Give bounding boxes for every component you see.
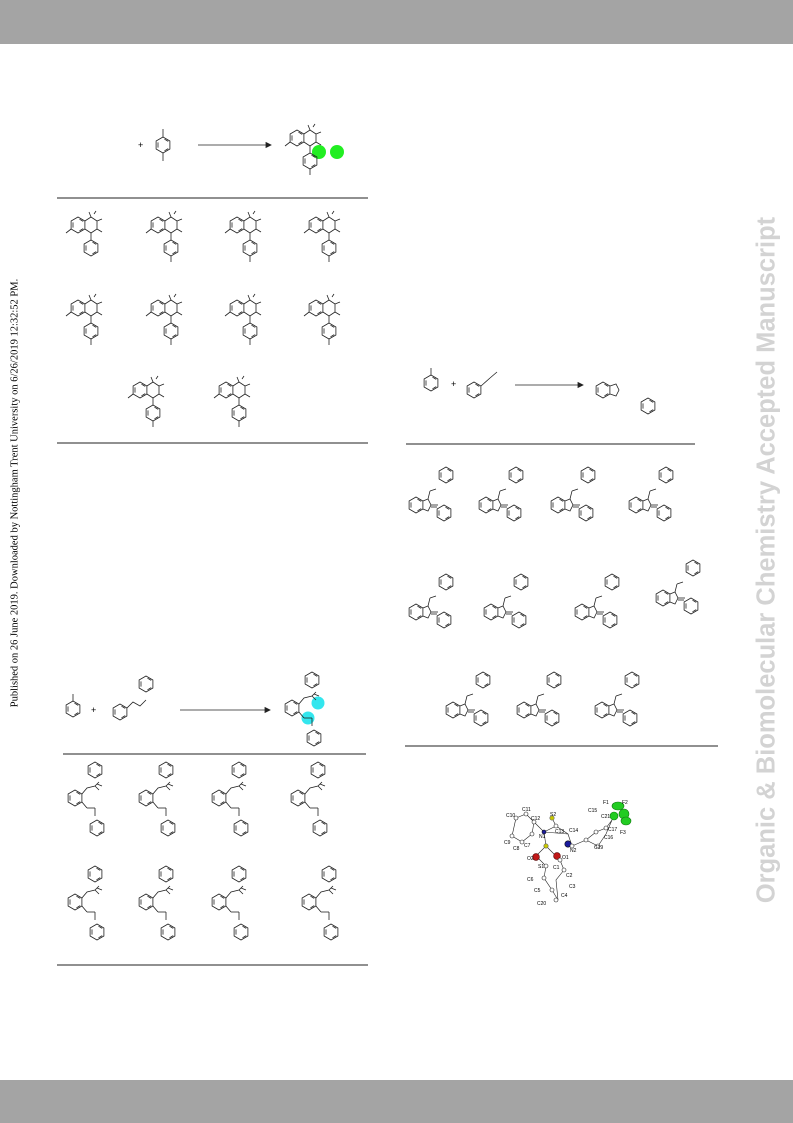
product-2h bbox=[656, 560, 700, 614]
atom-label: C16 bbox=[604, 835, 613, 841]
reactant-3b bbox=[112, 675, 154, 721]
product-2d bbox=[629, 467, 673, 521]
product-1e bbox=[66, 294, 102, 345]
product-2i bbox=[446, 672, 490, 726]
product-2e bbox=[409, 574, 453, 628]
product-3f bbox=[139, 866, 175, 940]
product-1b bbox=[146, 211, 182, 262]
atom-label: C21 bbox=[601, 814, 610, 820]
highlight-cyan-1 bbox=[311, 696, 325, 710]
plus-sign-1: + bbox=[138, 140, 143, 150]
atom-label: C17 bbox=[608, 827, 617, 833]
highlight-green-2 bbox=[330, 145, 344, 159]
scheme-3-products bbox=[68, 762, 338, 940]
product-2b bbox=[479, 467, 523, 521]
header-band bbox=[0, 0, 793, 44]
product-1c bbox=[225, 211, 261, 262]
atom-label: C13 bbox=[555, 829, 564, 835]
product-1g bbox=[225, 294, 261, 345]
product-3d bbox=[291, 762, 327, 836]
product-1i bbox=[128, 376, 164, 427]
crystal-structure: C10 C11 C12 S2 C15 F1 F2 C21 C13 C9 N1 C… bbox=[504, 800, 632, 907]
plus-sign-2: + bbox=[451, 379, 456, 389]
product-3g bbox=[212, 866, 248, 940]
product-3h bbox=[302, 866, 338, 940]
scheme-1-products bbox=[66, 211, 340, 427]
atom-label: F3 bbox=[620, 830, 626, 836]
product-2f bbox=[484, 574, 528, 628]
product-3b bbox=[139, 762, 175, 836]
highlight-green-1 bbox=[312, 145, 326, 159]
atom-label: S1 bbox=[538, 864, 544, 870]
atom-label: C2 bbox=[566, 873, 573, 879]
scheme-2-products bbox=[409, 467, 700, 726]
atom-label: O2 bbox=[527, 856, 534, 862]
atom-label: F1 bbox=[603, 800, 609, 806]
product-2a bbox=[409, 467, 453, 521]
product-3c bbox=[212, 762, 248, 836]
plus-sign-3: + bbox=[91, 705, 96, 715]
product-2c bbox=[551, 467, 595, 521]
atom-label: C14 bbox=[569, 828, 578, 834]
atom-label: C20 bbox=[537, 901, 546, 907]
atom-label: N2 bbox=[570, 848, 577, 854]
footer-band bbox=[0, 1080, 793, 1123]
reaction-arrow-1 bbox=[198, 141, 272, 149]
atom-label: C9 bbox=[504, 840, 511, 846]
product-1 bbox=[285, 124, 344, 175]
atom-label: C7 bbox=[524, 843, 531, 849]
product-1h bbox=[304, 294, 340, 345]
atom-label: C6 bbox=[527, 877, 534, 883]
atom-label: F2 bbox=[622, 800, 628, 806]
reactant-2b bbox=[466, 371, 498, 399]
reaction-arrow-2 bbox=[515, 381, 584, 389]
atom-label: C3 bbox=[569, 884, 576, 890]
atom-label: C12 bbox=[531, 816, 540, 822]
product-1f bbox=[146, 294, 182, 345]
fluorine-cluster bbox=[609, 801, 632, 826]
product-2 bbox=[595, 381, 656, 415]
product-3e bbox=[68, 866, 104, 940]
atom-label: N1 bbox=[539, 834, 546, 840]
scheme-3: + bbox=[57, 672, 368, 966]
product-3a bbox=[68, 762, 104, 836]
atom-label: S2 bbox=[550, 812, 556, 818]
atom-label: C1 bbox=[553, 865, 560, 871]
atom-label: C19 bbox=[594, 845, 603, 851]
reactant-xylene-2 bbox=[423, 368, 439, 392]
product-2k bbox=[595, 672, 639, 726]
atom-label: C15 bbox=[588, 808, 597, 814]
scheme-2: + bbox=[405, 368, 718, 747]
reactant-xylene-3 bbox=[65, 694, 81, 718]
scheme-1: + bbox=[57, 124, 368, 444]
reaction-arrow-3 bbox=[180, 706, 271, 714]
atom-label: C4 bbox=[561, 893, 568, 899]
product-2j bbox=[517, 672, 561, 726]
product-3 bbox=[285, 672, 325, 746]
atom-label: O1 bbox=[562, 855, 569, 861]
product-1a bbox=[66, 211, 102, 256]
reactant-toluene-1 bbox=[155, 129, 171, 161]
product-1d bbox=[304, 211, 340, 262]
atom-label: C10 bbox=[506, 813, 515, 819]
atom-label: C8 bbox=[513, 846, 520, 852]
product-2g bbox=[575, 574, 619, 628]
atom-label: C5 bbox=[534, 888, 541, 894]
product-1j bbox=[214, 376, 250, 427]
atom-label: C11 bbox=[522, 807, 531, 813]
